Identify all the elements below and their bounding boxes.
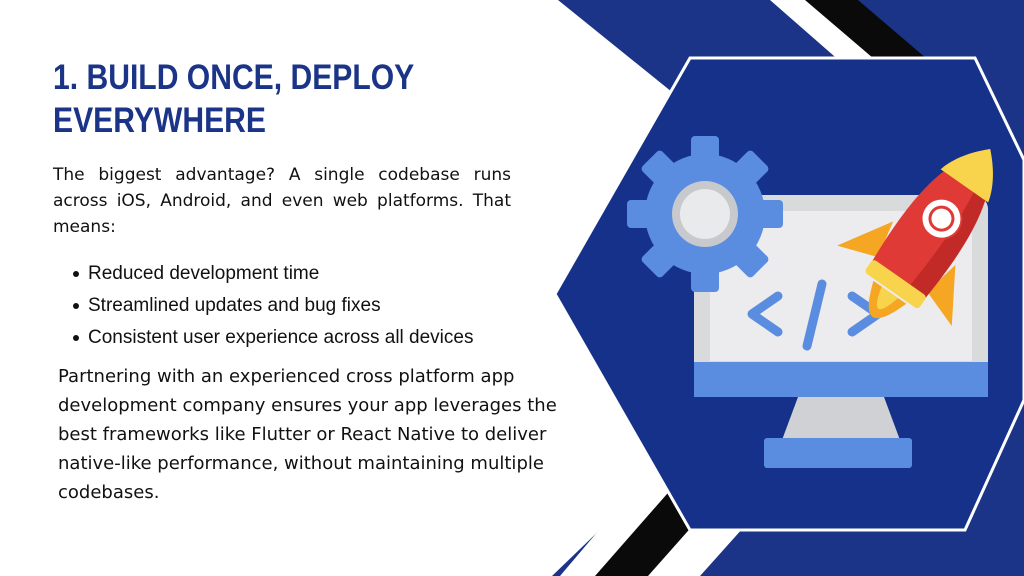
title-line-1: 1. BUILD ONCE, DEPLOY [53, 58, 415, 97]
intro-paragraph: The biggest advantage? A single codebase… [53, 165, 511, 237]
black-stripe-top [805, 0, 940, 70]
rocket-icon [837, 148, 993, 326]
gear-icon [627, 136, 783, 292]
list-item: Consistent user experience across all de… [70, 322, 540, 354]
list-item: Reduced development time [70, 258, 540, 290]
white-stripe-bottom [560, 470, 690, 576]
benefits-list: Reduced development time Streamlined upd… [70, 258, 540, 354]
list-item: Streamlined updates and bug fixes [70, 290, 540, 322]
white-stripe-top [770, 0, 890, 70]
closing-paragraph: Partnering with an experienced cross pla… [58, 366, 557, 503]
bullet-icon [73, 303, 79, 309]
title-line-2: EVERYWHERE [53, 101, 266, 140]
bullet-icon [73, 335, 79, 341]
page-title: 1. BUILD ONCE, DEPLOY EVERYWHERE [53, 56, 457, 142]
list-item-text: Streamlined updates and bug fixes [88, 295, 381, 316]
list-item-text: Reduced development time [88, 263, 320, 284]
list-item-text: Consistent user experience across all de… [88, 327, 474, 348]
bullet-icon [73, 271, 79, 277]
